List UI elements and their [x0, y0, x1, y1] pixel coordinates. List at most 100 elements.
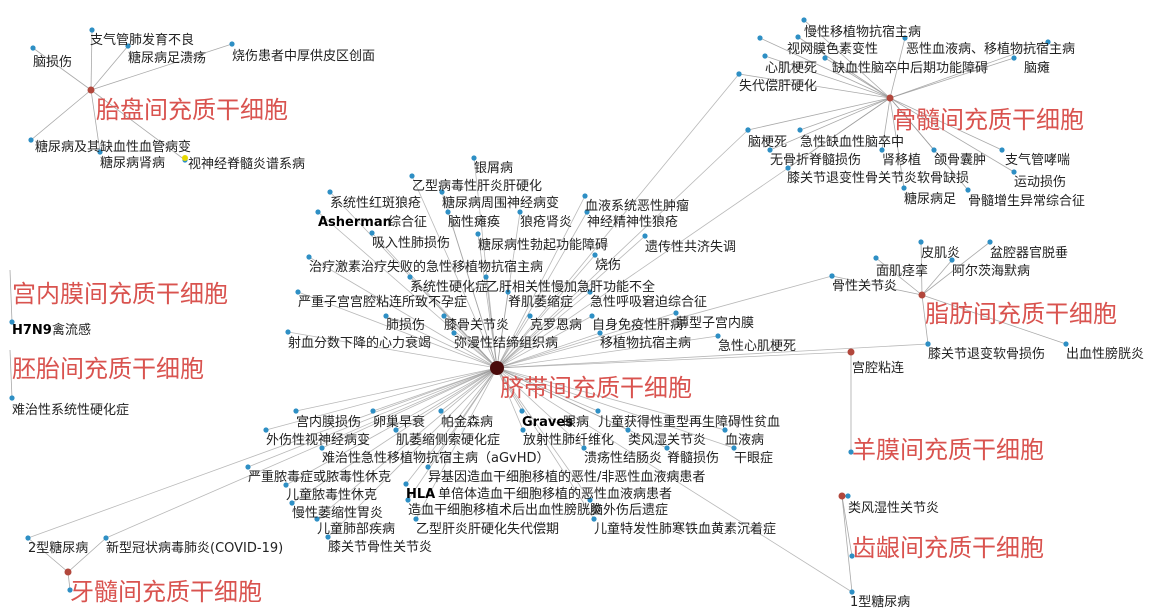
hub-label-gingiva: 齿龈间充质干细胞 — [852, 534, 1044, 562]
label-refractory-agvhd: 难治性急性移植物抗宿主病（aGvHD） — [322, 450, 550, 466]
leaf-node — [97, 149, 103, 155]
edge — [477, 233, 498, 369]
edge — [405, 367, 498, 485]
hub-node-bone — [886, 94, 894, 102]
leaf-node — [229, 41, 235, 47]
edge — [799, 97, 891, 131]
label-asherman: Asherman — [318, 215, 392, 230]
leaf-node — [407, 274, 413, 280]
edge — [32, 47, 92, 91]
label-graves: Graves — [522, 415, 573, 430]
leaf-node — [587, 289, 593, 295]
label-ipa: 儿童特发性肺寒铁血黄素沉着症 — [594, 521, 776, 537]
label-hemorrhagic-cystitis: 出血性膀胱炎 — [1066, 346, 1144, 362]
label-asherman-syndrome: 综合征 — [388, 215, 427, 230]
label-blood-disease: 血液病 — [725, 433, 764, 448]
leaf-node — [584, 209, 590, 215]
leaf-node — [125, 43, 131, 49]
label-t1dm: 1型糖尿病 — [850, 594, 910, 610]
edge — [371, 232, 498, 369]
edge — [105, 367, 498, 539]
leaf-node — [829, 273, 835, 279]
edge — [496, 315, 593, 369]
label-ataxia: 遗传性共济失调 — [645, 240, 736, 255]
leaf-node — [520, 427, 526, 433]
leaf-node — [9, 319, 15, 325]
edge — [30, 89, 92, 141]
label-knee-arthritis: 膝骨关节炎 — [444, 318, 509, 333]
edge — [921, 294, 929, 345]
leaf-node — [591, 516, 597, 522]
edge — [496, 315, 531, 369]
highlight-node — [182, 155, 188, 161]
leaf-node — [67, 587, 73, 593]
edge — [831, 275, 923, 296]
label-heme-malignancy: 血液系统恶性肿瘤 — [585, 198, 689, 214]
leaf-node — [918, 239, 924, 245]
label-decomp-cirrhosis: 失代偿肝硬化 — [739, 79, 817, 94]
leaf-node — [505, 289, 511, 295]
label-asthma: 支气管哮喘 — [1005, 152, 1070, 168]
label-alzheimer: 阿尔茨海默病 — [952, 263, 1030, 279]
hub-label-bone-marrow: 骨髓间充质干细胞 — [892, 106, 1084, 134]
leaf-node — [441, 313, 447, 319]
edge — [921, 294, 1067, 345]
edge — [496, 367, 585, 449]
edge — [889, 41, 1049, 99]
edge — [496, 97, 891, 369]
edge — [27, 367, 498, 539]
edge — [285, 367, 498, 486]
label-stroke-late: 缺血性脑卒中后期功能障碍 — [832, 61, 988, 76]
edge — [297, 291, 498, 369]
label-mds: 骨髓增生异常综合征 — [968, 194, 1085, 209]
leaf-node — [849, 589, 855, 595]
edge — [496, 73, 740, 369]
label-ards: 急性呼吸窘迫综合征 — [590, 295, 707, 310]
label-psoriasis: 银屑病 — [474, 161, 513, 176]
edge — [316, 367, 498, 520]
leaf-node — [403, 481, 409, 487]
leaf-node — [848, 449, 854, 455]
leaf-node — [999, 147, 1005, 153]
label-paralysis: 脑瘫 — [1024, 60, 1050, 76]
edge — [889, 37, 906, 99]
edge — [496, 335, 719, 369]
label-knee-oa-cartilage: 膝关节退变性骨关节炎软骨缺损 — [787, 170, 969, 186]
edge — [496, 291, 509, 369]
leaf-node — [28, 137, 34, 143]
label-aplastic-anemia: 儿童获得性重型再生障碍性贫血 — [598, 414, 780, 430]
leaf-node — [902, 35, 908, 41]
edge — [889, 97, 905, 189]
leaf-node — [595, 408, 601, 414]
label-acute-stroke: 急性缺血性脑卒中 — [800, 135, 904, 150]
edge — [287, 331, 498, 369]
edge — [496, 343, 929, 369]
label-cerebral-palsy: 脑性瘫痪 — [448, 214, 500, 230]
leaf-node — [822, 55, 828, 61]
label-lung-injury: 肺损伤 — [386, 318, 425, 333]
hub-label-adipose: 脂肪间充质干细胞 — [925, 300, 1117, 328]
leaf-node — [582, 193, 588, 199]
leaf-node — [845, 493, 851, 499]
leaf-node — [369, 230, 375, 236]
edge — [759, 37, 891, 99]
label-diffuse-ctd: 弥漫性结缔组织病 — [454, 335, 558, 351]
leaf-node — [664, 445, 670, 451]
edge — [415, 367, 498, 520]
edge — [443, 315, 498, 369]
leaf-node — [25, 535, 31, 541]
leaf-node — [797, 127, 803, 133]
edge — [9, 269, 13, 323]
leaf-node — [289, 500, 295, 506]
leaf-node — [965, 187, 971, 193]
edge — [738, 73, 891, 99]
leaf-node — [283, 482, 289, 488]
leaf-node — [873, 255, 879, 261]
label-hbv-cirrhosis: 乙型病毒性肝炎肝硬化 — [412, 179, 542, 194]
edges-layer — [9, 19, 1067, 593]
edge — [9, 349, 13, 399]
hub-label-embryo: 胚胎间充质干细胞 — [12, 355, 204, 383]
label-dermatomyositis: 皮肌炎 — [921, 246, 960, 261]
hub-node-amnion — [847, 348, 855, 356]
edge — [496, 235, 646, 369]
